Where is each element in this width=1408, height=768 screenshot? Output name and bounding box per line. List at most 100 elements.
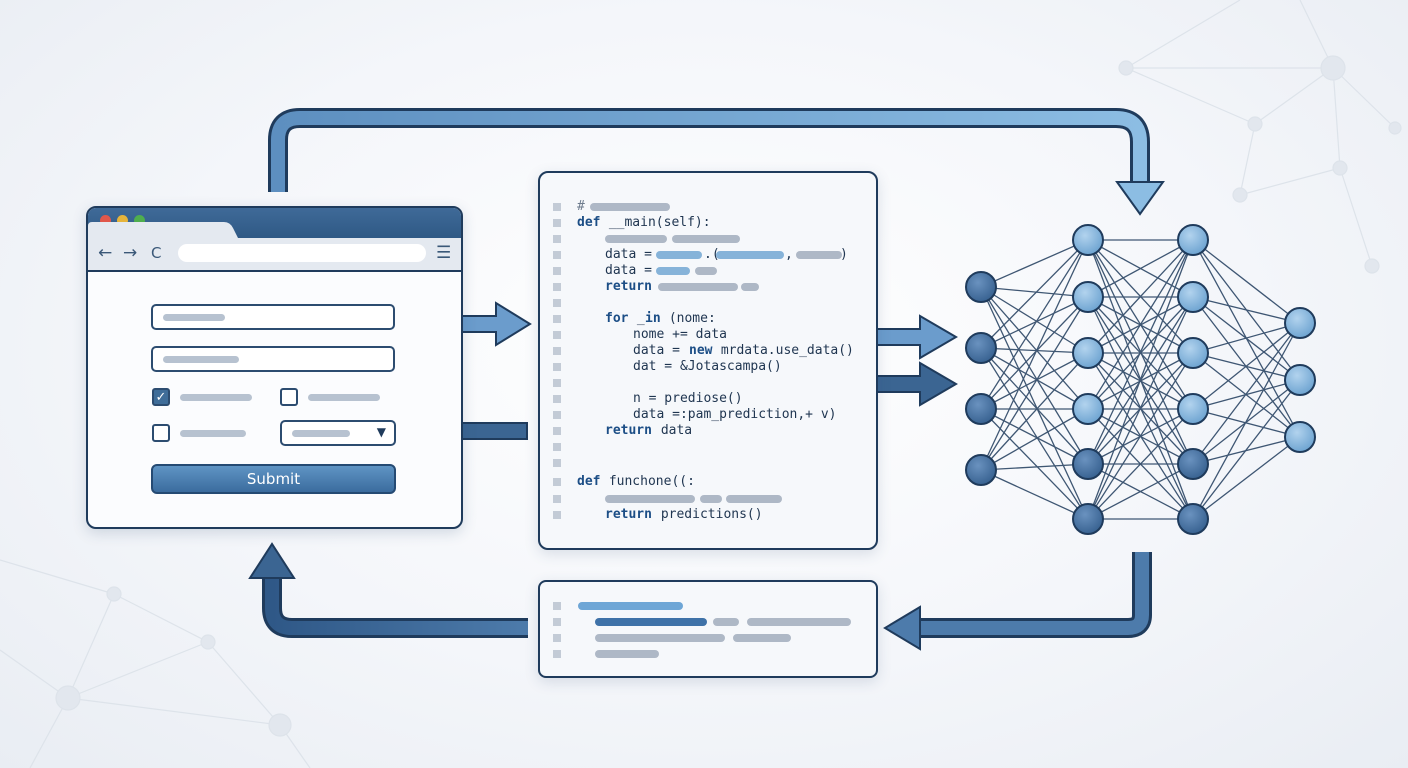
output-line-bar (578, 602, 683, 610)
code-text: nome += data (633, 327, 727, 342)
output-line-bar (733, 634, 791, 642)
line-gutter (553, 602, 561, 610)
line-gutter (553, 411, 561, 419)
output-line-bar (595, 650, 659, 658)
checkbox-2[interactable] (280, 388, 298, 406)
network-connection (980, 463, 1089, 471)
code-text: mrdata.use_data() (713, 343, 854, 358)
network-connection (1087, 239, 1194, 465)
address-bar[interactable] (178, 244, 426, 262)
code-text: (nome: (661, 311, 716, 326)
network-connection (1087, 239, 1194, 354)
code-line: return predictions() (540, 507, 876, 523)
code-line: def funchone((: (540, 474, 876, 490)
network-connection (980, 347, 1089, 410)
network-node (1177, 281, 1209, 313)
network-connection (1087, 296, 1194, 520)
menu-icon[interactable]: ☰ (436, 243, 452, 263)
network-connection (980, 296, 1089, 471)
code-text: predictions() (653, 507, 763, 522)
checkbox-label (308, 394, 380, 401)
code-text: _ (629, 311, 653, 326)
code-placeholder-bar (726, 495, 782, 503)
checkbox-3[interactable] (152, 424, 170, 442)
code-line (540, 295, 876, 311)
code-placeholder-bar (605, 235, 667, 243)
network-node (1072, 503, 1104, 535)
network-connection (980, 408, 1089, 465)
code-text: data = (605, 263, 652, 278)
line-gutter (553, 650, 561, 658)
network-connection (1192, 322, 1301, 520)
field-placeholder (163, 356, 239, 363)
code-line: nome += data (540, 327, 876, 343)
network-connection (980, 296, 1089, 410)
dropdown-select[interactable]: ▼ (280, 420, 396, 446)
code-keyword: return (605, 279, 652, 294)
line-gutter (553, 299, 561, 307)
refresh-icon[interactable]: C (151, 244, 162, 262)
network-connection (980, 408, 1089, 471)
line-gutter (553, 427, 561, 435)
code-keyword: return (605, 507, 652, 522)
checkbox-checked[interactable]: ✓ (152, 388, 170, 406)
network-connection (980, 352, 1089, 471)
checkbox-label (180, 394, 252, 401)
code-text: n = prediose() (633, 391, 743, 406)
network-node (1072, 393, 1104, 425)
output-line-bar (747, 618, 851, 626)
network-connection (1192, 296, 1301, 324)
network-connection (1192, 322, 1301, 410)
close-window-dot[interactable] (100, 215, 111, 226)
output-panel (538, 580, 878, 678)
code-line: data = new mrdata.use_data() (540, 343, 876, 359)
code-line: return data (540, 423, 876, 439)
line-gutter (553, 315, 561, 323)
minimize-window-dot[interactable] (117, 215, 128, 226)
code-text: funchone((: (601, 474, 695, 489)
code-line: data = (540, 263, 876, 279)
code-keyword: return (605, 423, 652, 438)
code-keyword: for (605, 311, 629, 326)
code-line (540, 231, 876, 247)
line-gutter (553, 203, 561, 211)
network-connection (980, 408, 1089, 520)
output-line-bar (713, 618, 739, 626)
code-placeholder-bar (716, 251, 784, 259)
code-line: def __main(self): (540, 215, 876, 231)
network-node (1284, 307, 1316, 339)
maximize-window-dot[interactable] (134, 215, 145, 226)
top-loop-arrow (268, 108, 1165, 216)
code-text: dat = &Jotascampa() (633, 359, 782, 374)
network-node (965, 393, 997, 425)
line-gutter (553, 363, 561, 371)
code-placeholder-bar (672, 235, 740, 243)
code-placeholder-bar (590, 203, 670, 211)
code-placeholder-bar (656, 251, 702, 259)
network-connection (980, 239, 1089, 410)
select-value (292, 430, 350, 437)
text-field-1[interactable] (151, 304, 395, 330)
network-connection (1087, 352, 1194, 520)
text-field-2[interactable] (151, 346, 395, 372)
network-node (1177, 393, 1209, 425)
arrow-right-icon[interactable]: → (123, 243, 138, 263)
code-line: dat = &Jotascampa() (540, 359, 876, 375)
browser-tab[interactable] (88, 208, 463, 242)
submit-button[interactable]: Submit (151, 464, 396, 494)
network-connection (980, 352, 1089, 410)
line-gutter (553, 618, 561, 626)
line-gutter (553, 395, 561, 403)
line-gutter (553, 443, 561, 451)
network-connection (980, 239, 1089, 471)
code-keyword: new (689, 343, 713, 358)
code-text: .( (704, 247, 720, 262)
arrow-left-icon[interactable]: ← (98, 243, 113, 263)
code-text: data = (605, 247, 652, 262)
network-node (965, 454, 997, 486)
network-connection (1087, 239, 1194, 298)
code-placeholder-bar (700, 495, 722, 503)
